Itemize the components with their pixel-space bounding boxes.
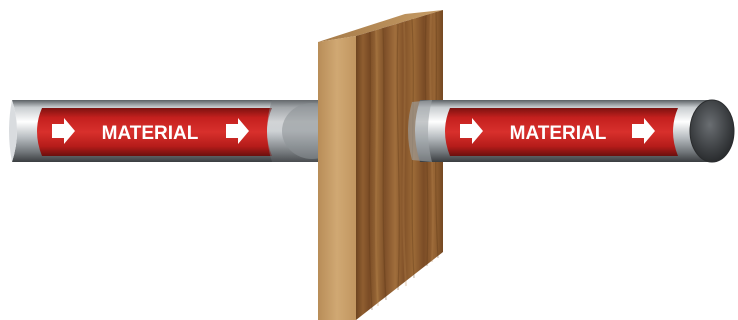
right-arrow-icon <box>460 118 483 144</box>
right-pipe: MATERIAL <box>408 99 735 163</box>
pipe-end-cap <box>690 100 734 162</box>
right-arrow-icon <box>52 118 75 144</box>
wood-board <box>318 10 443 320</box>
right-arrow-icon <box>632 118 655 144</box>
left-pipe-marker: MATERIAL <box>37 108 272 156</box>
left-pipe: MATERIAL <box>9 100 342 162</box>
right-arrow-icon <box>226 118 249 144</box>
right-marker-label: MATERIAL <box>510 123 607 144</box>
left-marker-label: MATERIAL <box>102 123 199 144</box>
right-pipe-marker: MATERIAL <box>445 108 678 156</box>
